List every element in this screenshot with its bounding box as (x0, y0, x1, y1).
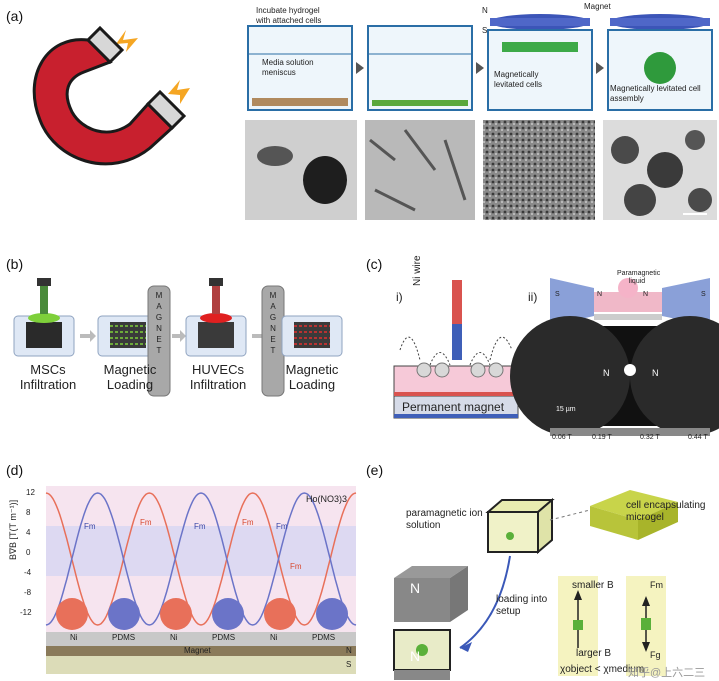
scale-label: 15 µm (556, 406, 576, 413)
levitation-beakers (247, 14, 713, 111)
pdms-sphere (316, 598, 348, 630)
force-label-1: Fm (84, 522, 96, 531)
strip-2: PDMS (112, 633, 136, 642)
magnet-label: Magnet (584, 2, 611, 11)
chi-label: χobject < χmedium (560, 664, 645, 675)
colorbar-tick-3: 0.32 T (640, 434, 660, 441)
pole-s-right: S (701, 291, 706, 298)
ytick-6: -8 (24, 588, 32, 597)
microgel-label: cell encapsulating microgel (626, 500, 706, 523)
pdms-sphere (108, 598, 140, 630)
cube-pole-n-top: N (410, 580, 421, 596)
pole-n-label: N (482, 6, 488, 15)
fg-label: Fg (650, 650, 661, 660)
ni-wire-setup (393, 280, 519, 419)
step-loading-2: Magnetic Loading (285, 362, 339, 392)
pole-s-left: S (555, 291, 560, 298)
step-label-4: Magnetically levitated cell assembly (610, 84, 701, 103)
compound-label: Ho(NO3)3 (306, 494, 348, 504)
paramagnetic-field-map (510, 278, 719, 436)
loading-label: loading into setup (496, 594, 548, 617)
magnet-text-1: MAGNET (155, 291, 163, 355)
ytick-3: 4 (26, 528, 31, 537)
fm-label: Fm (650, 580, 663, 590)
pole-s-label: S (482, 26, 488, 35)
plot-ylabel: B∇B [T(T m⁻¹)] (8, 499, 18, 560)
strip-3: Ni (170, 633, 178, 642)
field-pole-n-2: N (652, 368, 659, 378)
sub-i-label: i) (396, 290, 403, 304)
ytick-1: 12 (26, 488, 35, 497)
colorbar-tick-2: 0.19 T (592, 434, 612, 441)
step-huvec: HUVECs Infiltration (189, 362, 247, 392)
pole-n-left: N (597, 291, 603, 298)
panel-b-label: (b) (6, 256, 24, 272)
horseshoe-magnet-icon (32, 25, 190, 166)
ytick-4: 0 (26, 548, 31, 557)
colorbar-tick-1: 0.06 T (552, 434, 572, 441)
force-label-4: Fm (140, 518, 152, 527)
step-label-2: Media solution meniscus (262, 58, 314, 77)
force-label-5: Fm (242, 518, 254, 527)
plot-pole-s: S (346, 660, 352, 669)
panel-a-label: (a) (6, 8, 24, 24)
panel-e-label: (e) (366, 462, 384, 478)
colorbar-tick-4: 0.44 T (688, 434, 708, 441)
panel-d-label: (d) (6, 462, 24, 478)
ytick-7: -12 (20, 608, 32, 617)
ion-solution-label: paramagnetic ion solution (406, 508, 483, 531)
levitation-setup (393, 490, 678, 680)
pole-n-right: N (643, 291, 649, 298)
base-magnet-label: Magnet (184, 646, 211, 655)
ni-sphere (264, 598, 296, 630)
watermark: 知乎@上六二三 (628, 667, 706, 679)
wire-label: Ni wire (412, 255, 423, 286)
step-loading-1: Magnetic Loading (103, 362, 157, 392)
ytick-5: -4 (24, 568, 32, 577)
strip-5: Ni (270, 633, 278, 642)
force-label-2: Fm (194, 522, 206, 531)
smaller-b-label: smaller B (572, 580, 614, 591)
sub-ii-label: ii) (528, 290, 538, 304)
strip-6: PDMS (312, 633, 336, 642)
base-label: Permanent magnet (402, 400, 505, 414)
plot-pole-n: N (346, 646, 352, 655)
cube-pole-n-bottom: N (410, 648, 421, 664)
step-label-1: Incubate hydrogel with attached cells (256, 6, 322, 25)
larger-b-label: larger B (576, 648, 612, 659)
step-msc: MSCs Infiltration (19, 362, 77, 392)
force-label-3: Fm (276, 522, 288, 531)
ni-sphere (160, 598, 192, 630)
bgradb-plot (45, 486, 357, 674)
infiltration-diagram (13, 278, 343, 397)
ytick-2: 8 (26, 508, 31, 517)
liquid-label: Paramagnetic liquid (617, 270, 661, 285)
step-label-3: Magnetically levitated cells (494, 70, 543, 89)
ni-sphere (56, 598, 88, 630)
field-pole-n-1: N (603, 368, 610, 378)
strip-4: PDMS (212, 633, 236, 642)
panel-c-label: (c) (366, 256, 383, 272)
strip-1: Ni (70, 633, 78, 642)
magnet-text-2: MAGNET (269, 291, 277, 355)
force-label-6: Fm (290, 562, 302, 571)
micrographs (245, 120, 717, 220)
pdms-sphere (212, 598, 244, 630)
